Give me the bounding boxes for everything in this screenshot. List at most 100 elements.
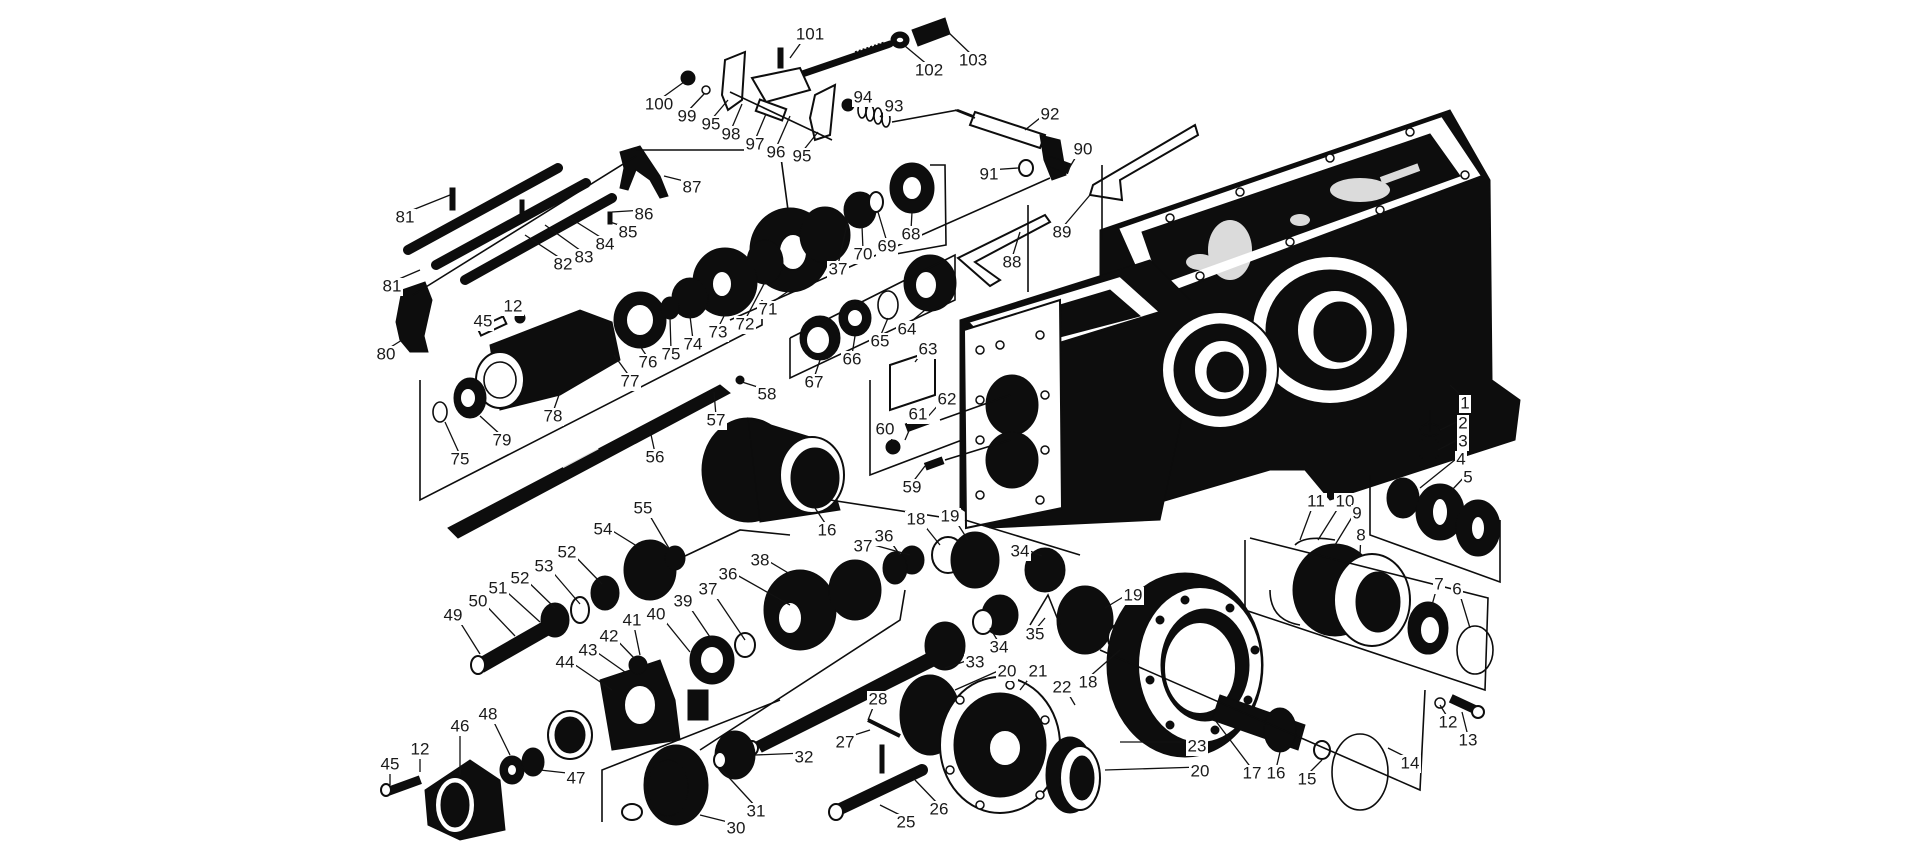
callout-label-37[interactable]: 37spacer <box>829 259 848 278</box>
callout-label-90[interactable]: 90lever <box>1074 139 1093 158</box>
callout-label-50[interactable]: 50shaft <box>469 591 488 610</box>
callout-label-23[interactable]: 23lock plate <box>1188 736 1207 755</box>
callout-label-36[interactable]: 36gear <box>719 564 738 583</box>
callout-label-91[interactable]: 91seal <box>980 164 999 183</box>
callout-label-58[interactable]: 58ball <box>758 384 777 403</box>
callout-label-80[interactable]: 80shift fork <box>377 344 396 363</box>
callout-label-96[interactable]: 96pin <box>767 142 786 161</box>
callout-label-66[interactable]: 66bushing <box>843 349 862 368</box>
callout-label-65[interactable]: 65snap ring <box>871 331 890 350</box>
callout-label-42[interactable]: 42gear <box>600 626 619 645</box>
callout-label-45[interactable]: 45bolt <box>381 754 400 773</box>
callout-label-9[interactable]: 9gasket <box>1352 503 1361 522</box>
callout-label-31[interactable]: 31spacer <box>747 801 766 820</box>
callout-label-8[interactable]: 8bearing carrier <box>1356 525 1365 544</box>
drain-plug-set[interactable] <box>1369 410 1501 584</box>
callout-label-72[interactable]: 72bushing <box>736 314 755 333</box>
callout-label-67[interactable]: 67bearing <box>805 372 824 391</box>
callout-label-44[interactable]: 44retainer <box>556 652 575 671</box>
shift-shaft[interactable] <box>729 109 1072 321</box>
callout-label-32[interactable]: 32bearing <box>795 747 814 766</box>
callout-label-36[interactable]: 36gear <box>875 526 894 545</box>
callout-label-35[interactable]: 35pinion shaft <box>1026 624 1045 643</box>
callout-label-53[interactable]: 53washer <box>535 556 554 575</box>
callout-label-52[interactable]: 52needle bearing <box>511 568 530 587</box>
shift-rails[interactable] <box>395 145 789 353</box>
callout-label-43[interactable]: 43washer <box>579 640 598 659</box>
callout-label-102[interactable]: 102nut <box>915 60 943 79</box>
callout-label-63[interactable]: 63plate <box>919 339 938 358</box>
callout-label-70[interactable]: 70needle bearing <box>854 244 873 263</box>
callout-label-33[interactable]: 33pinion shaft <box>966 652 985 671</box>
callout-label-26[interactable]: 26shaft <box>930 799 949 818</box>
callout-label-81[interactable]: 81interlock pin <box>383 276 402 295</box>
callout-label-5[interactable]: 5seal <box>1463 467 1472 486</box>
callout-label-48[interactable]: 48seal <box>479 704 498 723</box>
clutch-housing[interactable] <box>701 417 961 523</box>
callout-label-34[interactable]: 34pinion washer <box>1011 541 1030 560</box>
callout-label-1[interactable]: 1transmission case <box>1460 393 1469 412</box>
callout-label-22[interactable]: 22bolt <box>1053 677 1072 696</box>
callout-label-37[interactable]: 37spacer <box>854 536 873 555</box>
callout-label-55[interactable]: 55gear <box>634 498 653 517</box>
carrier-bolt[interactable] <box>1434 694 1485 719</box>
bearing-housing[interactable] <box>432 309 621 423</box>
callout-label-45[interactable]: 45bolt <box>474 311 493 330</box>
synchronizer-set[interactable] <box>789 253 957 380</box>
callout-label-93[interactable]: 93spring <box>885 96 904 115</box>
transmission-case[interactable] <box>959 109 1521 530</box>
callout-label-41[interactable]: 41pin <box>623 610 642 629</box>
callout-label-85[interactable]: 85pin <box>619 222 638 241</box>
callout-label-75[interactable]: 75snap ring <box>451 449 470 468</box>
callout-label-76[interactable]: 76bearing <box>639 352 658 371</box>
callout-label-77[interactable]: 77gasket <box>621 371 640 390</box>
callout-label-100[interactable]: 100bolt <box>645 94 673 113</box>
callout-label-17[interactable]: 17ring gear <box>1243 763 1262 782</box>
callout-label-37[interactable]: 37spacer <box>699 579 718 598</box>
callout-label-14[interactable]: 14o-ring <box>1401 753 1420 772</box>
callout-label-83[interactable]: 83shift rail <box>575 247 594 266</box>
callout-label-57[interactable]: 57spline <box>707 410 726 429</box>
callout-label-62[interactable]: 62detent pin <box>938 389 957 408</box>
callout-label-54[interactable]: 54gear <box>594 519 613 538</box>
callout-label-16[interactable]: 16clutch housing <box>818 520 837 539</box>
callout-label-97[interactable]: 97bushing <box>746 134 765 153</box>
callout-label-86[interactable]: 86pin <box>635 204 654 223</box>
callout-label-56[interactable]: 56main shaft <box>646 447 665 466</box>
callout-label-81[interactable]: 81interlock pin <box>396 207 415 226</box>
callout-label-60[interactable]: 60plug <box>876 419 895 438</box>
callout-label-30[interactable]: 30gear <box>727 818 746 837</box>
callout-label-47[interactable]: 47coupling <box>567 768 586 787</box>
reverse-gear-cluster[interactable] <box>599 551 908 751</box>
callout-label-82[interactable]: 82shift rail <box>554 254 573 273</box>
callout-label-94[interactable]: 94washer <box>854 87 873 106</box>
upper-gear-train[interactable] <box>613 162 947 349</box>
countershaft-cluster[interactable] <box>470 529 791 675</box>
callout-label-92[interactable]: 92shift shaft <box>1041 104 1060 123</box>
callout-label-7[interactable]: 7bearing <box>1434 574 1443 593</box>
callout-label-38[interactable]: 38cluster gear <box>751 550 770 569</box>
callout-label-3[interactable]: 3drain plug <box>1458 431 1467 450</box>
callout-label-99[interactable]: 99washer <box>678 106 697 125</box>
callout-label-19[interactable]: 19bevel gear <box>941 506 960 525</box>
callout-label-59[interactable]: 59pin <box>903 477 922 496</box>
callout-label-21[interactable]: 21differential case <box>1029 661 1048 680</box>
callout-label-11[interactable]: 11shim <box>1307 491 1325 510</box>
callout-label-40[interactable]: 40bearing <box>647 604 666 623</box>
callout-label-46[interactable]: 46end cover <box>451 716 470 735</box>
callout-label-19[interactable]: 19side gear <box>1124 585 1143 604</box>
callout-label-2[interactable]: 2washer <box>1458 413 1467 432</box>
callout-label-89[interactable]: 89gasket <box>1053 222 1072 241</box>
gear-30-set[interactable] <box>601 699 781 826</box>
lock-shaft[interactable] <box>828 718 928 821</box>
callout-label-28[interactable]: 28pin <box>869 689 888 708</box>
callout-label-75[interactable]: 75snap ring <box>662 344 681 363</box>
differential-case[interactable] <box>899 674 1101 814</box>
callout-label-95[interactable]: 95gate plate <box>793 146 812 165</box>
callout-label-101[interactable]: 101pin <box>796 24 824 43</box>
end-cover[interactable] <box>380 710 593 841</box>
callout-label-49[interactable]: 49countershaft <box>444 605 463 624</box>
callout-label-95[interactable]: 95gate plate <box>702 114 721 133</box>
callout-label-79[interactable]: 79bearing <box>493 430 512 449</box>
callout-label-64[interactable]: 64synchronizer <box>898 319 917 338</box>
